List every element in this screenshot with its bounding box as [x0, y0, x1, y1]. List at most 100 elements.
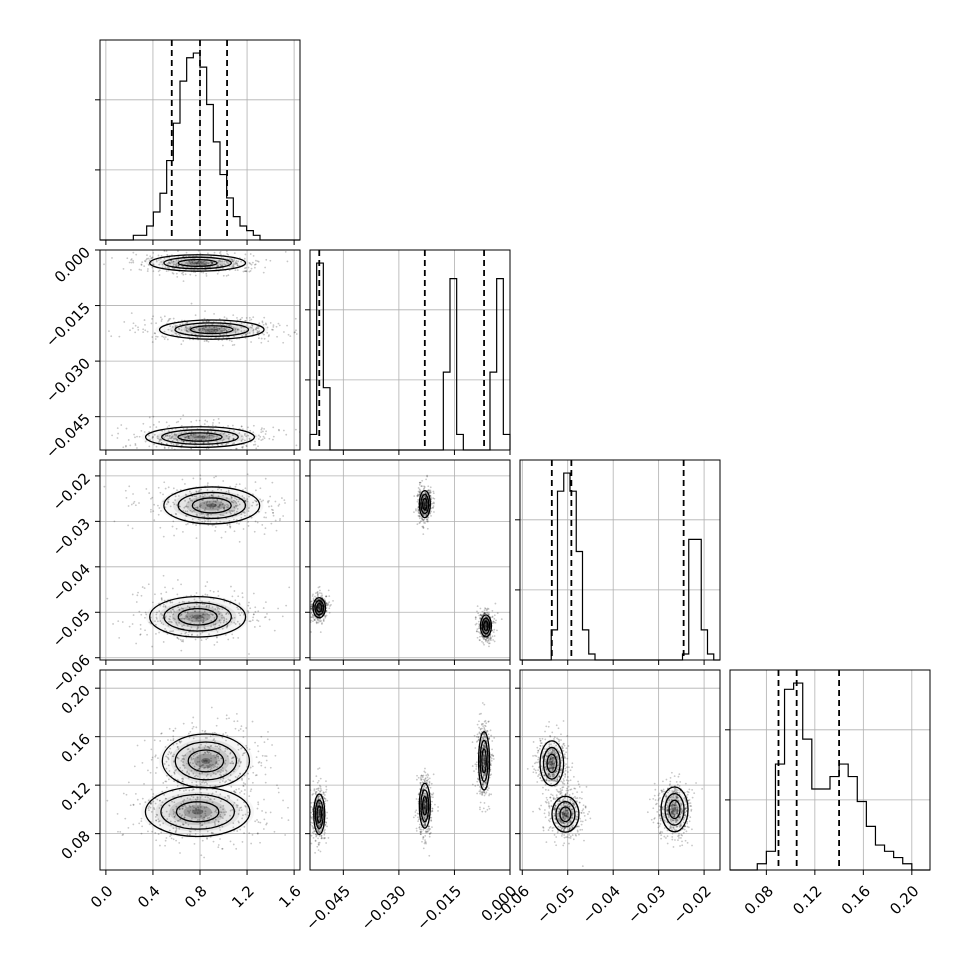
x-tick-label-0-0: 0.0: [87, 882, 117, 912]
contour-1-0: [158, 319, 265, 340]
contour-1-0: [149, 595, 247, 638]
x-tick-label-3-0: 0.08: [741, 882, 777, 918]
panel-frame: [519, 459, 721, 661]
contour-0-2: [316, 805, 323, 824]
contour-0-1: [160, 793, 236, 830]
histogram-3: [730, 682, 930, 871]
x-tick-label-0-4: 1.6: [275, 882, 305, 912]
contour-1-2: [421, 796, 428, 816]
contour-0-1: [163, 256, 232, 270]
contour-2-2: [177, 432, 223, 442]
contour-0-2: [546, 753, 558, 774]
hist-panel-3: [725, 669, 931, 871]
contour-0-1: [314, 599, 325, 616]
contour-0-1: [542, 746, 561, 780]
x-tick-label-3-3: 0.20: [886, 882, 922, 918]
contour-1-2: [559, 806, 572, 823]
x-tick-label-0-1: 0.4: [134, 882, 164, 912]
contour-2-2: [668, 799, 681, 820]
contour-2-1: [481, 617, 491, 635]
x-tick-label-2-1: −0.05: [533, 882, 578, 927]
y-tick-label-1-3: 0.000: [51, 243, 94, 286]
contour-2-2: [483, 620, 489, 631]
contour-1-2: [187, 749, 225, 773]
y-tick-label-1-1: −0.030: [42, 354, 94, 406]
contour-1-2: [189, 325, 234, 335]
histogram-1: [309, 262, 511, 451]
y-tick-label-1-0: −0.045: [42, 410, 94, 462]
contour-0-0: [539, 740, 565, 787]
x-tick-label-0-2: 0.8: [181, 882, 211, 912]
contour-2-0: [660, 786, 689, 833]
hist-panel-1: [305, 249, 511, 451]
panel-frame: [729, 669, 931, 871]
contour-1-2: [421, 497, 428, 511]
x-tick-label-0-3: 1.2: [228, 882, 258, 912]
contour-1-1: [163, 601, 232, 632]
y-tick-label-3-0: 0.08: [58, 827, 94, 863]
contour-1-1: [555, 800, 576, 828]
contour-2-0: [144, 426, 256, 448]
contour-1-1: [420, 493, 430, 515]
hist-panel-0: [95, 39, 301, 241]
x-tick-label-2-2: −0.04: [579, 882, 624, 927]
contour-0-2: [175, 801, 220, 823]
scatter-points: [106, 706, 290, 859]
x-tick-label-2-4: −0.02: [670, 882, 715, 927]
scatter-panel-2-0: [99, 459, 301, 661]
scatter-panel-3-2: [519, 669, 721, 871]
contour-0-2: [316, 602, 323, 613]
contour-2-1: [479, 739, 489, 783]
panel-frame: [309, 459, 511, 661]
y-tick-label-2-4: −0.02: [49, 469, 94, 514]
y-tick-label-2-1: −0.05: [49, 606, 94, 651]
contour-0-0: [312, 596, 327, 619]
scatter-points: [103, 473, 298, 655]
panel-frame: [309, 669, 511, 871]
contour-2-1: [664, 792, 685, 826]
contour-2-2: [481, 748, 487, 774]
x-tick-label-3-1: 0.12: [789, 882, 825, 918]
contour-0-1: [177, 491, 247, 520]
contour-1-0: [161, 733, 251, 789]
x-tick-label-1-1: −0.030: [358, 882, 410, 934]
contour-0-2: [191, 497, 232, 514]
contour-1-0: [418, 782, 431, 829]
contour-2-0: [479, 614, 493, 638]
x-tick-label-1-0: −0.045: [302, 882, 354, 934]
scatter-points: [310, 702, 496, 857]
contour-1-2: [177, 607, 218, 626]
x-tick-label-3-2: 0.16: [838, 882, 874, 918]
scatter-panel-1-0: [99, 249, 301, 451]
scatter-panel-3-1: [309, 669, 511, 871]
contour-1-0: [551, 795, 580, 833]
x-tick-label-1-2: −0.015: [413, 882, 465, 934]
scatter-panel-3-0: [99, 669, 301, 871]
contour-2-0: [477, 731, 491, 791]
contour-1-1: [174, 322, 250, 338]
contour-0-0: [149, 254, 247, 272]
histogram-2: [520, 472, 720, 661]
contour-2-1: [161, 429, 239, 445]
y-tick-label-3-2: 0.16: [58, 730, 94, 766]
scatter-panel-2-1: [309, 459, 511, 661]
scatter-points: [310, 474, 503, 648]
x-tick-label-2-3: −0.03: [624, 882, 669, 927]
scatter-points: [526, 720, 704, 868]
contour-0-2: [177, 258, 218, 267]
contour-1-1: [420, 789, 430, 823]
contour-1-0: [418, 489, 431, 519]
y-tick-label-3-1: 0.12: [58, 778, 94, 814]
contour-0-0: [163, 486, 261, 525]
y-tick-label-2-3: −0.03: [49, 515, 94, 560]
hist-panel-2: [515, 459, 721, 661]
scatter-points: [103, 250, 300, 450]
panel-frame: [309, 249, 511, 451]
y-tick-label-1-2: −0.015: [42, 299, 94, 351]
y-tick-label-2-2: −0.04: [49, 560, 94, 605]
contour-1-1: [174, 741, 238, 781]
panel-frame: [519, 669, 721, 871]
contour-0-1: [314, 799, 324, 830]
contour-0-0: [313, 793, 326, 836]
